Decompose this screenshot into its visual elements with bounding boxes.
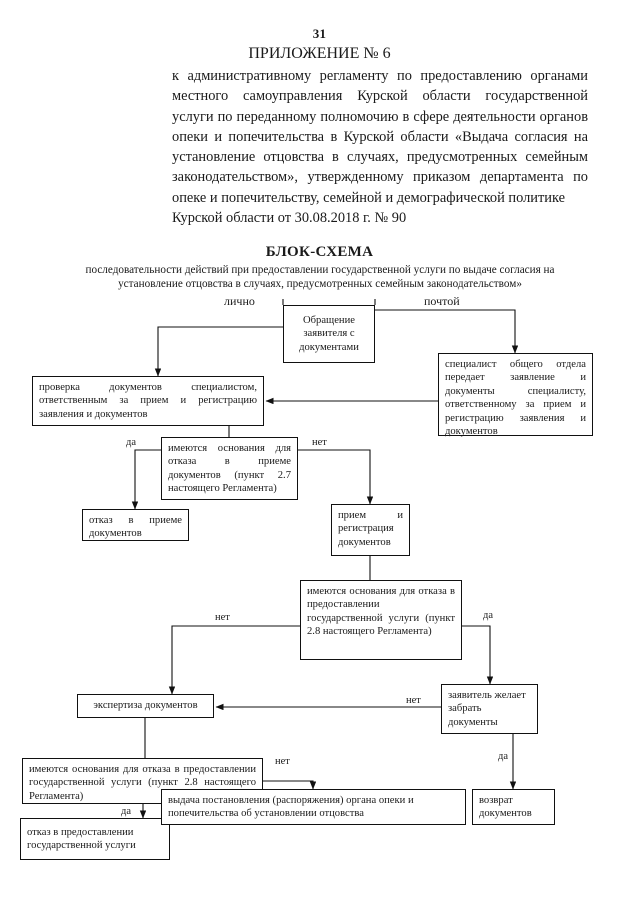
intro-paragraph: к административному регламенту по предос…: [172, 66, 588, 228]
node-refusal-grounds-28b[interactable]: имеются основания для отказа в предостав…: [22, 758, 263, 804]
edge-label-no-1: нет: [310, 437, 329, 448]
chart-subtitle: последовательности действий при предоста…: [70, 264, 570, 291]
node-expertise-label: экспертиза документов: [93, 700, 198, 712]
node-refusal-grounds-28b-label: имеются основания для отказа в предостав…: [29, 764, 256, 802]
intro-text: к административному регламенту по предос…: [172, 68, 588, 206]
chart-subtitle-line2: установление отцовства в случаях, предус…: [118, 277, 522, 290]
entry-label-personal: лично: [224, 294, 255, 308]
node-issue-decree[interactable]: выдача постановления (распоряжения) орга…: [161, 789, 466, 825]
node-applicant-wants-return-label: заявитель желает забрать документы: [448, 690, 526, 728]
node-expertise[interactable]: экспертиза документов: [77, 694, 214, 718]
edge-label-no-2: нет: [213, 612, 232, 623]
chart-title: БЛОК-СХЕМА: [265, 244, 374, 260]
node-return-documents[interactable]: возврат документов: [472, 789, 555, 825]
node-application[interactable]: Обращение заявителя с документами: [283, 305, 375, 363]
node-check-documents-label: проверка документов специалистом, ответс…: [39, 382, 257, 420]
edge-label-yes-4: да: [496, 751, 511, 762]
node-general-dept-specialist-label: специалист общего отдела передает заявле…: [445, 359, 586, 438]
node-application-label: Обращение заявителя с документами: [299, 314, 359, 353]
page-number: 31: [312, 26, 327, 41]
node-refusal-grounds-28[interactable]: имеются основания для отказа в предостав…: [300, 580, 462, 660]
appendix-title: ПРИЛОЖЕНИЕ № 6: [248, 45, 391, 62]
node-check-documents[interactable]: проверка документов специалистом, ответс…: [32, 376, 264, 426]
chart-subtitle-line1: последовательности действий при предоста…: [85, 264, 555, 276]
node-general-dept-specialist[interactable]: специалист общего отдела передает заявле…: [438, 353, 593, 438]
node-refusal-accept-label: отказ в приеме документов: [89, 515, 182, 540]
node-refusal-grounds-27-label: имеются основания для отказа в приеме до…: [168, 443, 291, 495]
node-return-documents-label: возврат документов: [479, 795, 532, 820]
node-applicant-wants-return[interactable]: заявитель желает забрать документы: [441, 684, 538, 734]
node-refusal-accept[interactable]: отказ в приеме документов: [82, 509, 189, 541]
edge-label-no-3: нет: [404, 695, 423, 706]
intro-last-line: Курской области от 30.08.2018 г. № 90: [172, 210, 407, 227]
edge-label-yes-3: да: [119, 806, 134, 817]
edge-label-yes-1: да: [124, 437, 139, 448]
edge-label-no-4: нет: [273, 756, 292, 767]
node-refusal-service-label: отказ в предоставлении государственной у…: [27, 827, 136, 852]
node-accept-register[interactable]: прием и регистрация документов: [331, 504, 410, 556]
node-refusal-service[interactable]: отказ в предоставлении государственной у…: [20, 818, 170, 860]
node-refusal-grounds-27[interactable]: имеются основания для отказа в приеме до…: [161, 437, 298, 500]
node-accept-register-label: прием и регистрация документов: [338, 510, 403, 548]
entry-label-mail: почтой: [424, 294, 460, 308]
node-refusal-grounds-28-label: имеются основания для отказа в предостав…: [307, 586, 455, 638]
edge-label-yes-2: да: [481, 610, 496, 621]
node-issue-decree-label: выдача постановления (распоряжения) орга…: [168, 795, 414, 820]
